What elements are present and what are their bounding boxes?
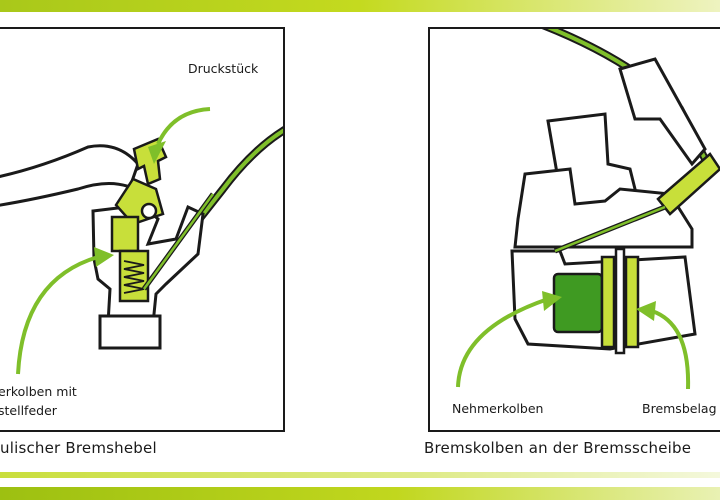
slave-piston	[552, 272, 604, 334]
caption-brake-caliper: Bremskolben an der Bremsscheibe	[424, 439, 692, 457]
handlebar-clamp	[98, 314, 162, 350]
master-piston	[110, 215, 140, 253]
arrow-nehmerkolben	[456, 297, 549, 388]
label-kolben-line1: erkolben mit	[0, 384, 77, 399]
caption-brake-lever: ulischer Bremshebel	[0, 439, 157, 457]
brake-lever-illustration	[0, 107, 283, 375]
label-druckstueck: Druckstück	[188, 61, 259, 76]
brake-pad-right	[624, 255, 640, 349]
hose-fitting	[656, 152, 720, 216]
label-nehmerkolben: Nehmerkolben	[452, 401, 544, 416]
label-bremsbelag: Bremsbelag	[642, 401, 717, 416]
brake-rotor	[614, 247, 626, 355]
brake-caliper-illustration	[456, 29, 720, 390]
label-kolben-line2: stellfeder	[0, 403, 57, 418]
return-spring	[123, 260, 145, 294]
brake-caliper-panel: Nehmerkolben Bremsbelag	[428, 27, 720, 432]
arrow-kolben	[16, 255, 99, 375]
top-accent-bar	[0, 0, 720, 12]
internal-fluid-line	[554, 205, 666, 253]
arrow-druckstueck	[156, 107, 211, 145]
pivot-bolt	[140, 202, 158, 220]
brake-lever-panel: Druckstück erkolben mit stellfeder	[0, 27, 285, 432]
arrow-bremsbelag	[651, 309, 691, 390]
bottom-accent-bar	[0, 487, 720, 500]
hose-fluid	[154, 128, 283, 276]
brake-pad-left	[600, 255, 616, 349]
bottom-accent-line	[0, 472, 720, 478]
lever-blade	[0, 144, 140, 207]
fork-upper	[618, 57, 707, 167]
